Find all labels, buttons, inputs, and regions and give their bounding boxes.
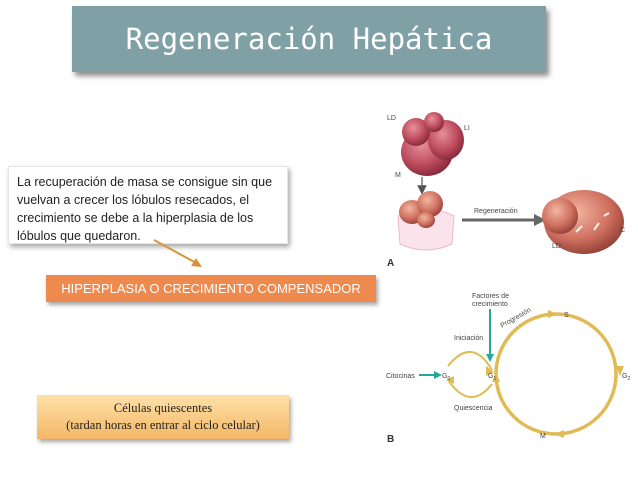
progression-label: Progresión (500, 307, 533, 330)
regeneration-label: Regeneración (474, 208, 518, 215)
cytokines-label: Citocinas (386, 373, 415, 380)
m-label: M (540, 433, 546, 440)
description-text: La recuperación de masa se consigue sin … (17, 175, 273, 243)
growth-factors-label-1: Factores de (472, 293, 509, 300)
intact-liver-icon (401, 112, 464, 176)
title-banner: Regeneración Hepática (72, 6, 546, 72)
hyperplasia-banner: HIPERPLASIA O CRECIMIENTO COMPENSADOR (46, 275, 376, 302)
cell-cycle-circle (494, 312, 618, 436)
initiation-label: Iniciación (454, 335, 483, 342)
description-box: La recuperación de masa se consigue sin … (8, 166, 288, 244)
panel-a-letter: A (387, 258, 394, 269)
pointer-arrow-icon (153, 239, 202, 267)
quiescence-arc (447, 379, 493, 399)
growth-factors-label-2: crecimiento (472, 301, 508, 308)
quiescence-label: Quiescencia (454, 405, 493, 412)
quiescent-cells-title: Células quiescentes (113, 401, 213, 415)
g0-label: G0 (442, 373, 450, 382)
label-c: C (620, 227, 625, 234)
g1-label: G1 (488, 373, 496, 382)
g2-label: G2 (622, 373, 630, 382)
label-ld: LD (387, 115, 396, 122)
label-ld-after: LD (552, 243, 561, 250)
initiation-arc (447, 350, 493, 371)
quiescent-cells-note: (tardan horas en entrar al ciclo celular… (66, 418, 260, 432)
liver-regeneration-figure: LD LI M Regeneración LD C A Factores de … (386, 112, 630, 444)
s-label: S (564, 312, 569, 319)
label-m: M (395, 172, 401, 179)
regenerated-liver-icon (542, 190, 624, 254)
label-li: LI (464, 125, 470, 132)
quiescent-cells-box: Células quiescentes (tardan horas en ent… (37, 395, 289, 439)
resected-liver-icon (397, 191, 455, 251)
panel-b-letter: B (387, 434, 394, 444)
page-title: Regeneración Hepática (125, 22, 493, 56)
hyperplasia-label: HIPERPLASIA O CRECIMIENTO COMPENSADOR (61, 281, 361, 296)
